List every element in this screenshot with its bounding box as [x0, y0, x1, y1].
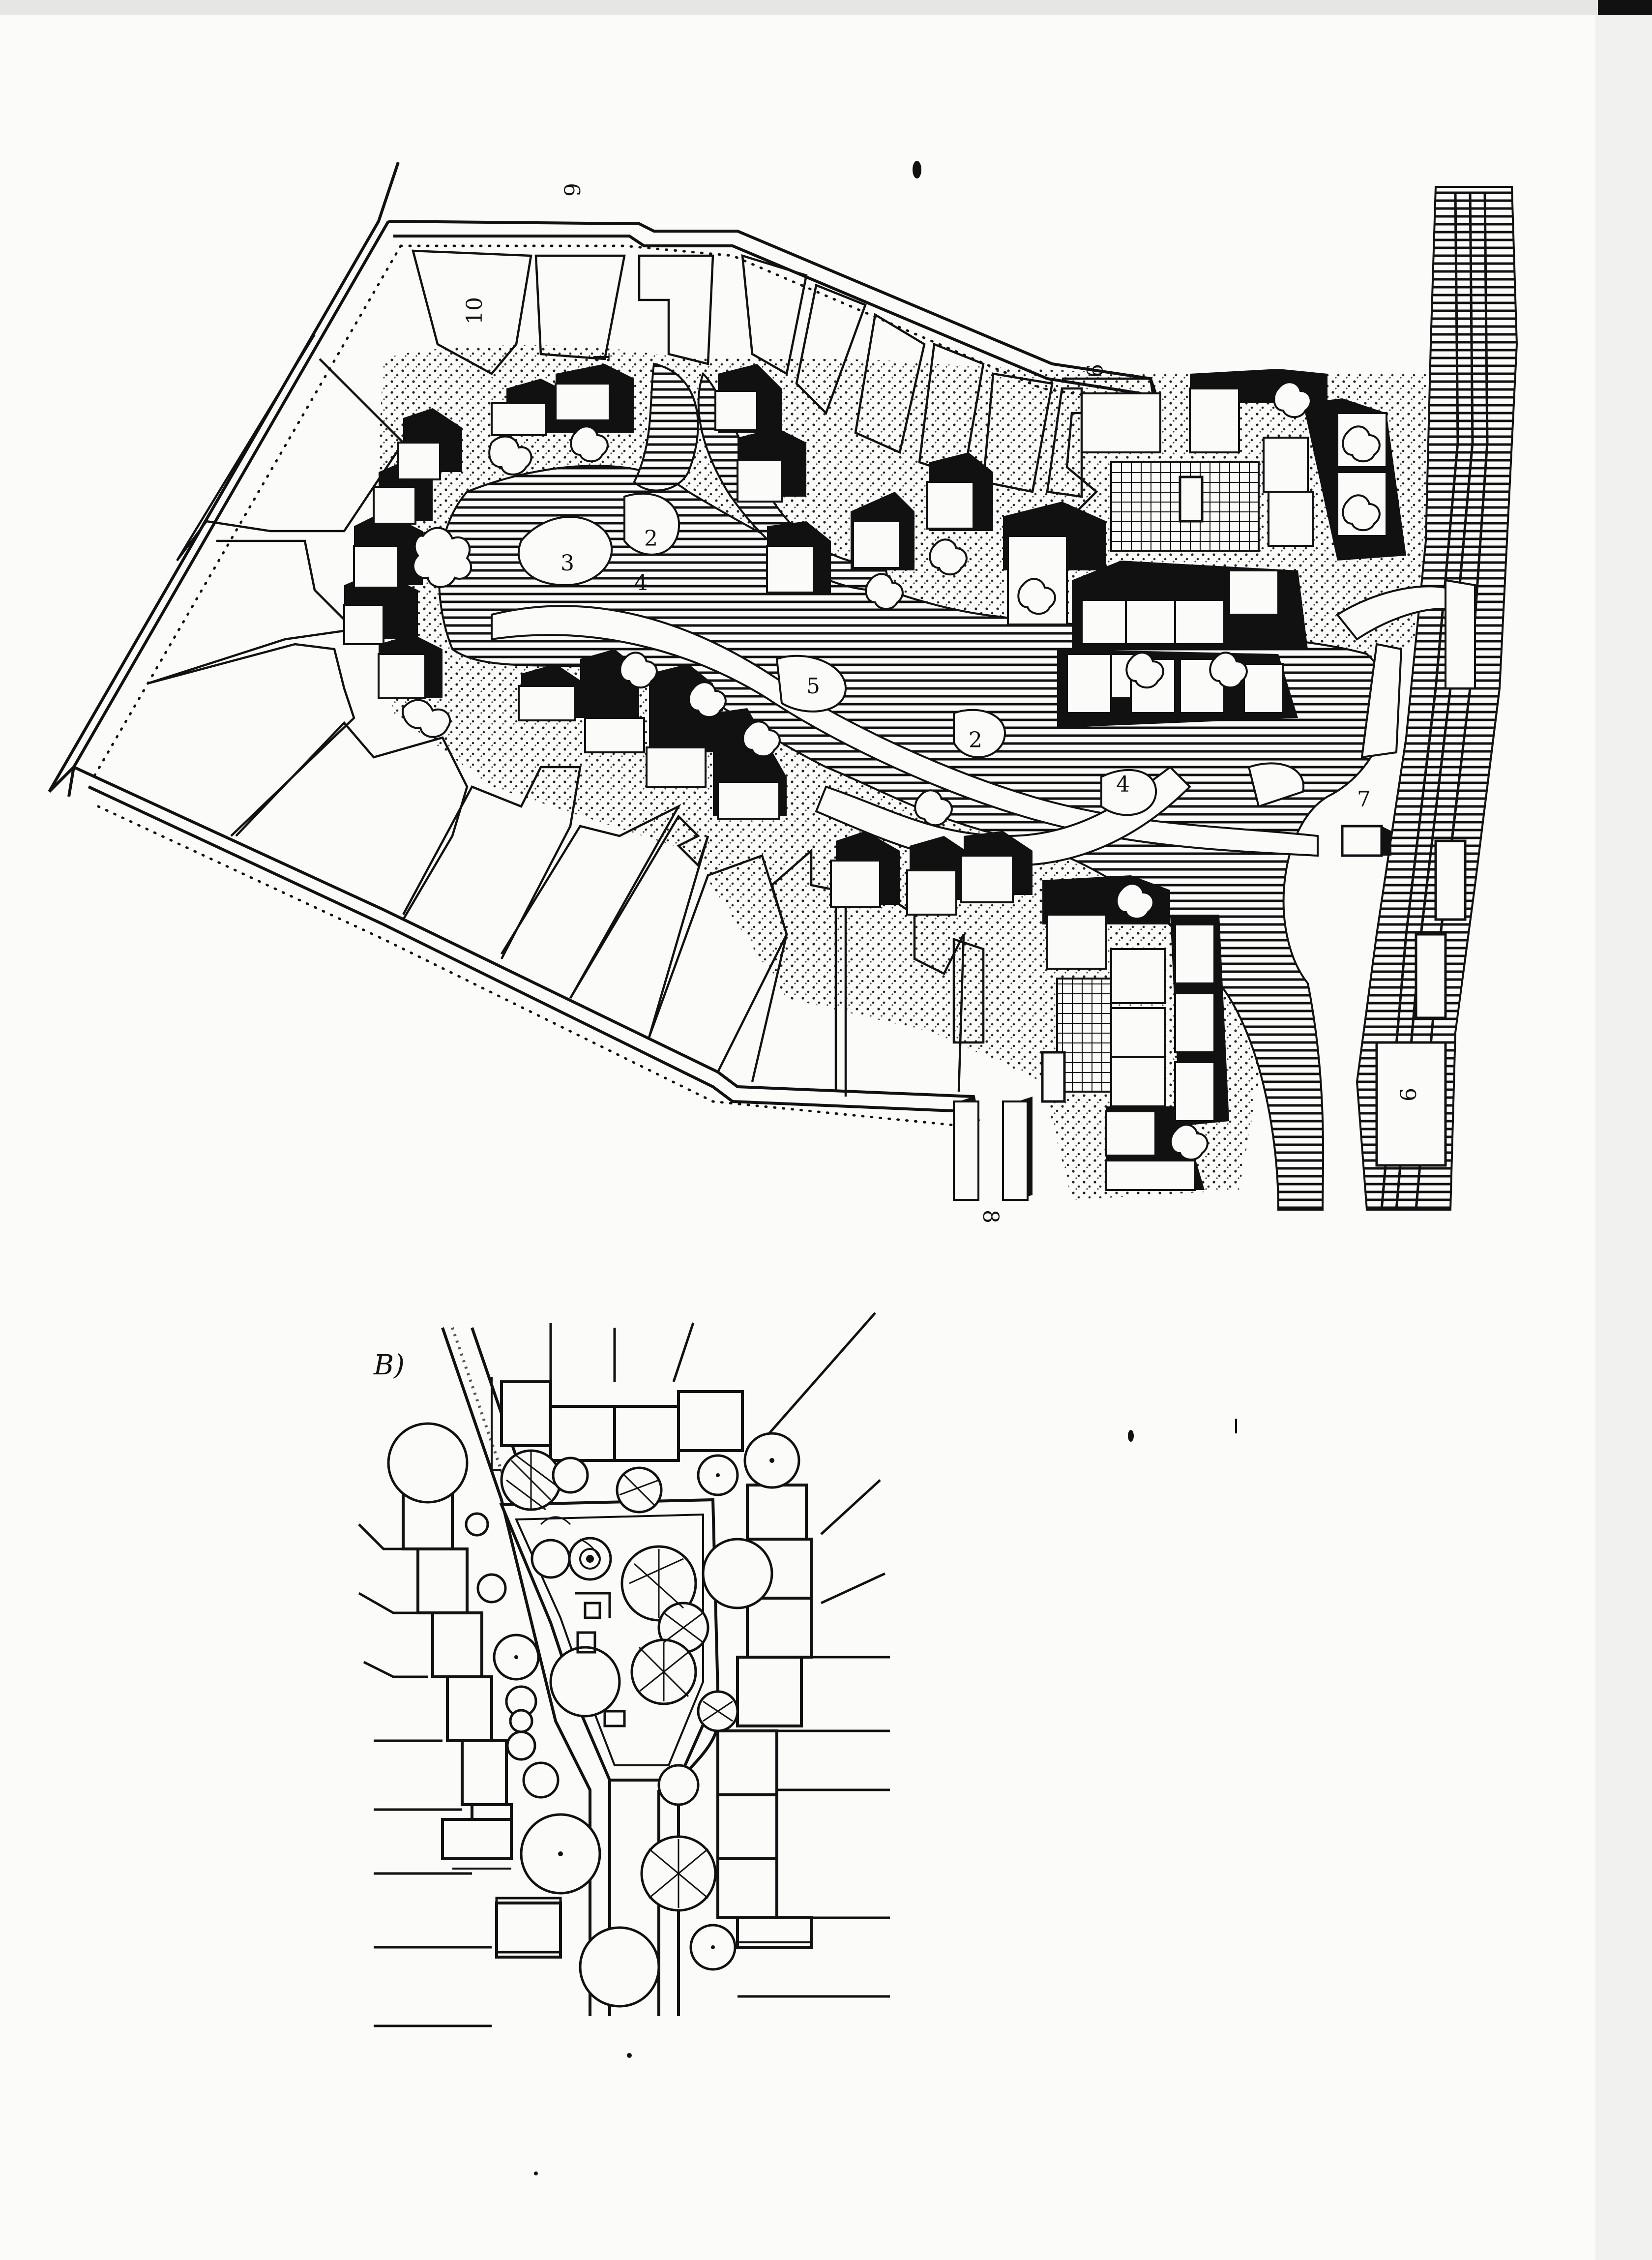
label-1: 1 [590, 350, 615, 364]
label-4-right: 4 [1116, 772, 1130, 797]
plan-b-square-inner [514, 1513, 704, 1766]
paved-court-lower [1056, 978, 1112, 1093]
site-plan-b: B) [358, 1312, 890, 2027]
site-plan-a: 9 10 1 9 2 3 4 5 2 4 7 6 8 [48, 162, 1518, 1223]
hatched-strip [633, 362, 699, 492]
label-5: 5 [806, 674, 820, 699]
label-6: 6 [1396, 1088, 1421, 1101]
label-4-left: 4 [634, 570, 648, 595]
label-10: 10 [462, 297, 487, 325]
label-9-top: 9 [1081, 364, 1106, 378]
scan-specks [534, 161, 1237, 2175]
footpaths [491, 492, 1456, 867]
label-7: 7 [1357, 787, 1371, 812]
plan-b-features [495, 1592, 626, 1954]
scan-top-edge [0, 0, 1652, 15]
perimeter-verge-dots [89, 244, 1137, 1128]
label-9-bottom: 8 [978, 1210, 1003, 1223]
plan-a-labels: 9 10 1 9 2 3 4 5 2 4 7 6 8 [462, 183, 1421, 1223]
plan-b-tree-hatching [506, 1451, 733, 1908]
label-2-lower: 2 [969, 728, 982, 753]
label-2-upper: 2 [644, 526, 658, 551]
scan-right-margin [1595, 15, 1652, 2260]
plan-b-label: B) [373, 1349, 405, 1381]
label-8: 9 [560, 183, 586, 197]
shrubs [402, 381, 1381, 1161]
label-3: 3 [560, 551, 574, 576]
scan-corner-mark [1598, 0, 1652, 15]
